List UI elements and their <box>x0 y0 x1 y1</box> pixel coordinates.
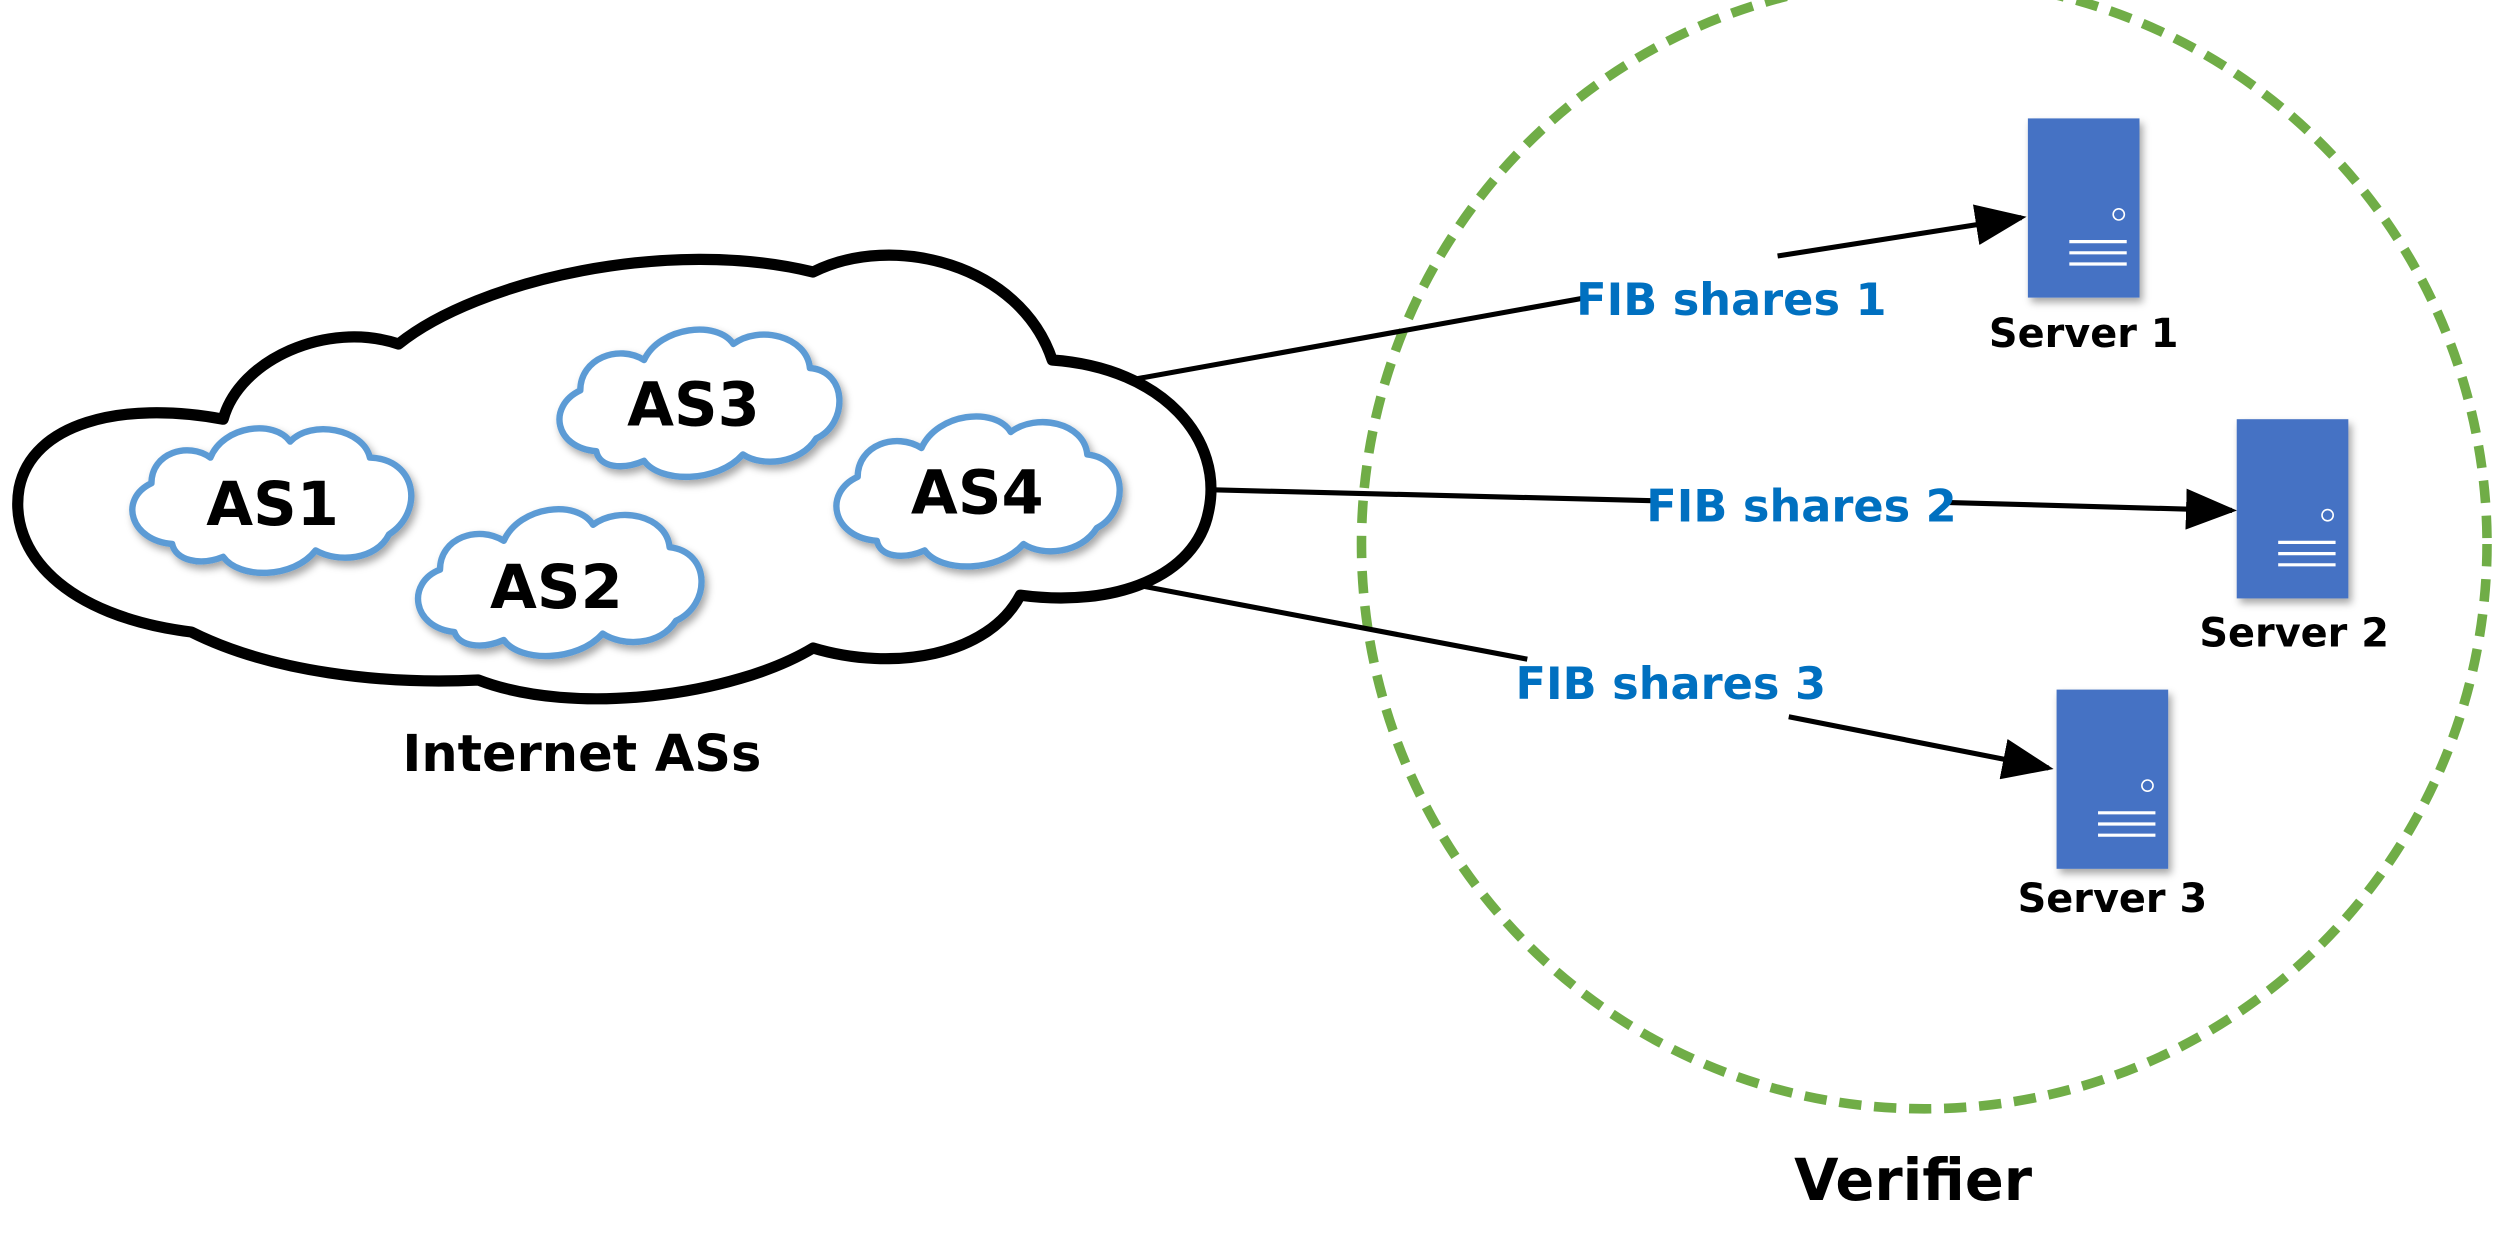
verifier-label: Verifier <box>1794 1147 2033 1214</box>
flow-1-arrow <box>1777 204 2027 259</box>
flow-3-line-a <box>1139 583 1528 662</box>
server-icon <box>2027 118 2140 298</box>
server-2-label: Server 2 <box>2199 610 2389 656</box>
fib-shares-1-label: FIB shares 1 <box>1576 273 1886 326</box>
as-cloud-as3: AS3 <box>556 326 843 480</box>
as2-label: AS2 <box>490 553 623 623</box>
internet-cloud <box>12 249 1217 705</box>
verifier-boundary <box>1356 0 2492 1114</box>
flow-1-line-a <box>1107 295 1587 387</box>
as4-label: AS4 <box>911 459 1044 529</box>
as-cloud-as1: AS1 <box>129 425 415 577</box>
server-1-label: Server 1 <box>1989 311 2179 357</box>
flow-2 <box>1203 487 2238 530</box>
internet-ass-label: Internet ASs <box>402 725 761 784</box>
as1-label: AS1 <box>206 470 339 540</box>
server-3-label: Server 3 <box>2018 876 2208 922</box>
flow-1 <box>1107 204 2027 387</box>
as3-label: AS3 <box>627 371 760 441</box>
fib-shares-2-label: FIB shares 2 <box>1646 480 1956 533</box>
fib-shares-3-label: FIB shares 3 <box>1516 657 1826 710</box>
flow-2-arrow <box>1944 488 2238 530</box>
flow-2-line-a <box>1203 487 1659 504</box>
flow-3 <box>1139 583 2054 780</box>
server-1: Server 1 <box>1989 118 2179 357</box>
server-icon <box>2236 419 2349 599</box>
server-icon <box>2056 689 2169 869</box>
as-cloud-as2: AS2 <box>414 506 705 660</box>
flow-3-arrow <box>1788 714 2054 780</box>
as-cloud-as4: AS4 <box>833 413 1123 570</box>
server-3: Server 3 <box>2018 689 2208 922</box>
server-2: Server 2 <box>2199 419 2389 656</box>
